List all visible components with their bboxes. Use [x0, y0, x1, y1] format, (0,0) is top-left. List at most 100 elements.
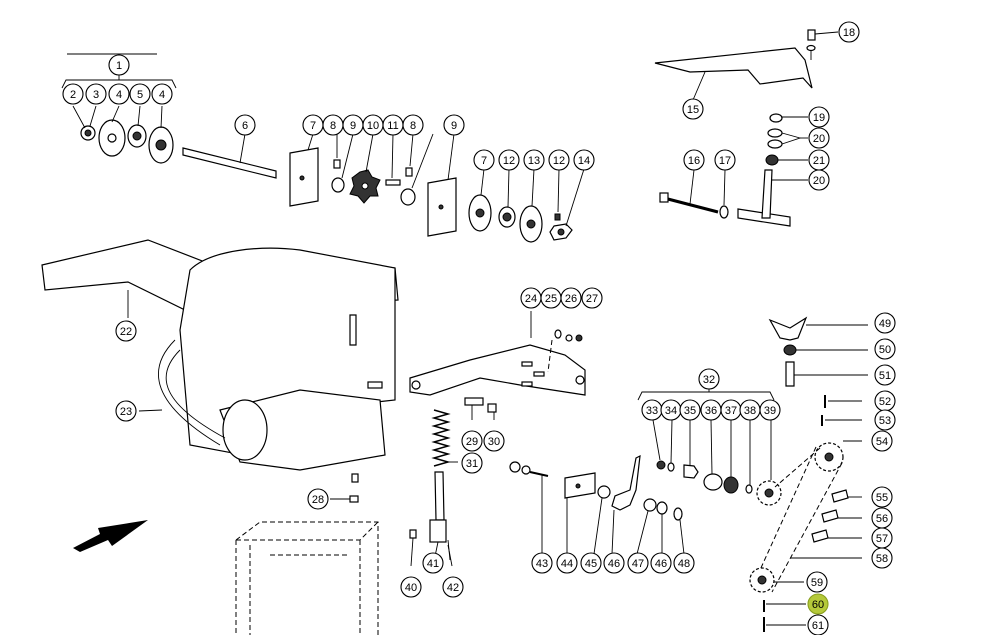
callout-35[interactable]: 35: [679, 399, 701, 421]
callout-19[interactable]: 19: [808, 106, 830, 128]
callout-5[interactable]: 5: [129, 83, 151, 105]
callout-57[interactable]: 57: [871, 527, 893, 549]
callout-number: 14: [578, 155, 590, 167]
callout-43[interactable]: 43: [531, 552, 553, 574]
callout-61[interactable]: 61: [807, 614, 829, 635]
callout-49[interactable]: 49: [874, 312, 896, 334]
callout-13[interactable]: 13: [523, 149, 545, 171]
callout-number: 18: [843, 27, 855, 39]
callout-34[interactable]: 34: [660, 399, 682, 421]
callout-51[interactable]: 51: [874, 364, 896, 386]
callout-4[interactable]: 4: [108, 83, 130, 105]
callout-42[interactable]: 42: [442, 576, 464, 598]
callout-18[interactable]: 18: [838, 21, 860, 43]
callout-12[interactable]: 12: [498, 149, 520, 171]
callout-number: 16: [688, 155, 700, 167]
callout-circle: [808, 106, 830, 128]
callout-circle: [473, 149, 495, 171]
callout-number: 12: [553, 155, 565, 167]
callout-55[interactable]: 55: [871, 486, 893, 508]
callout-32[interactable]: 32: [698, 368, 720, 390]
callout-11[interactable]: 11: [382, 114, 404, 136]
callout-number: 22: [120, 326, 132, 338]
callout-29[interactable]: 29: [461, 430, 483, 452]
callout-44[interactable]: 44: [556, 552, 578, 574]
callout-56[interactable]: 56: [871, 507, 893, 529]
callout-circle: [871, 430, 893, 452]
callout-40[interactable]: 40: [400, 576, 422, 598]
callout-6[interactable]: 6: [234, 114, 256, 136]
callout-14[interactable]: 14: [573, 149, 595, 171]
callout-3[interactable]: 3: [85, 83, 107, 105]
callout-circle: [807, 614, 829, 635]
callout-47[interactable]: 47: [627, 552, 649, 574]
callout-7[interactable]: 7: [302, 114, 324, 136]
callout-46[interactable]: 46: [603, 552, 625, 574]
callout-50[interactable]: 50: [874, 338, 896, 360]
callout-28[interactable]: 28: [307, 488, 329, 510]
callout-39[interactable]: 39: [759, 399, 781, 421]
callout-20[interactable]: 20: [808, 169, 830, 191]
callout-number: 5: [137, 89, 143, 101]
callout-4[interactable]: 4: [151, 83, 173, 105]
callout-23[interactable]: 23: [115, 400, 137, 422]
callout-36[interactable]: 36: [700, 399, 722, 421]
callout-circle: [234, 114, 256, 136]
callout-number: 24: [525, 293, 537, 305]
callout-number: 28: [312, 494, 324, 506]
callout-number: 35: [684, 405, 696, 417]
callout-58[interactable]: 58: [871, 547, 893, 569]
callout-number: 39: [764, 405, 776, 417]
callout-21[interactable]: 21: [808, 149, 830, 171]
callout-54[interactable]: 54: [871, 430, 893, 452]
callout-16[interactable]: 16: [683, 149, 705, 171]
callout-30[interactable]: 30: [483, 430, 505, 452]
callout-number: 29: [466, 436, 478, 448]
callout-45[interactable]: 45: [580, 552, 602, 574]
callout-24[interactable]: 24: [520, 287, 542, 309]
callout-33[interactable]: 33: [641, 399, 663, 421]
callout-circle: [400, 576, 422, 598]
callout-8[interactable]: 8: [322, 114, 344, 136]
callout-2[interactable]: 2: [62, 83, 84, 105]
callout-12[interactable]: 12: [548, 149, 570, 171]
callout-number: 32: [703, 374, 715, 386]
callout-circle: [871, 547, 893, 569]
callout-number: 34: [665, 405, 677, 417]
callout-circle: [307, 488, 329, 510]
part-drawings: [41, 29, 868, 635]
callout-7[interactable]: 7: [473, 149, 495, 171]
callout-circle: [679, 399, 701, 421]
callout-31[interactable]: 31: [461, 452, 483, 474]
callout-number: 8: [330, 120, 336, 132]
callout-41[interactable]: 41: [422, 552, 444, 574]
callout-8[interactable]: 8: [402, 114, 424, 136]
callout-circle: [683, 149, 705, 171]
callout-37[interactable]: 37: [720, 399, 742, 421]
callout-circle: [581, 287, 603, 309]
callout-10[interactable]: 10: [362, 114, 384, 136]
callout-number: 11: [387, 120, 398, 132]
callout-number: 53: [879, 415, 891, 427]
callout-1[interactable]: 1: [108, 54, 130, 76]
callout-circle: [560, 287, 582, 309]
callout-circle: [698, 368, 720, 390]
callout-number: 6: [242, 120, 248, 132]
callout-22[interactable]: 22: [115, 320, 137, 342]
callout-52[interactable]: 52: [874, 390, 896, 412]
callout-26[interactable]: 26: [560, 287, 582, 309]
callout-9[interactable]: 9: [342, 114, 364, 136]
callout-9[interactable]: 9: [443, 114, 465, 136]
callout-circle: [115, 400, 137, 422]
callout-46[interactable]: 46: [650, 552, 672, 574]
callout-60[interactable]: 60: [807, 593, 829, 615]
callout-25[interactable]: 25: [540, 287, 562, 309]
callout-48[interactable]: 48: [673, 552, 695, 574]
callout-20[interactable]: 20: [808, 127, 830, 149]
callout-38[interactable]: 38: [739, 399, 761, 421]
callout-27[interactable]: 27: [581, 287, 603, 309]
callout-17[interactable]: 17: [714, 149, 736, 171]
callout-15[interactable]: 15: [682, 98, 704, 120]
callout-59[interactable]: 59: [806, 571, 828, 593]
callout-53[interactable]: 53: [874, 409, 896, 431]
